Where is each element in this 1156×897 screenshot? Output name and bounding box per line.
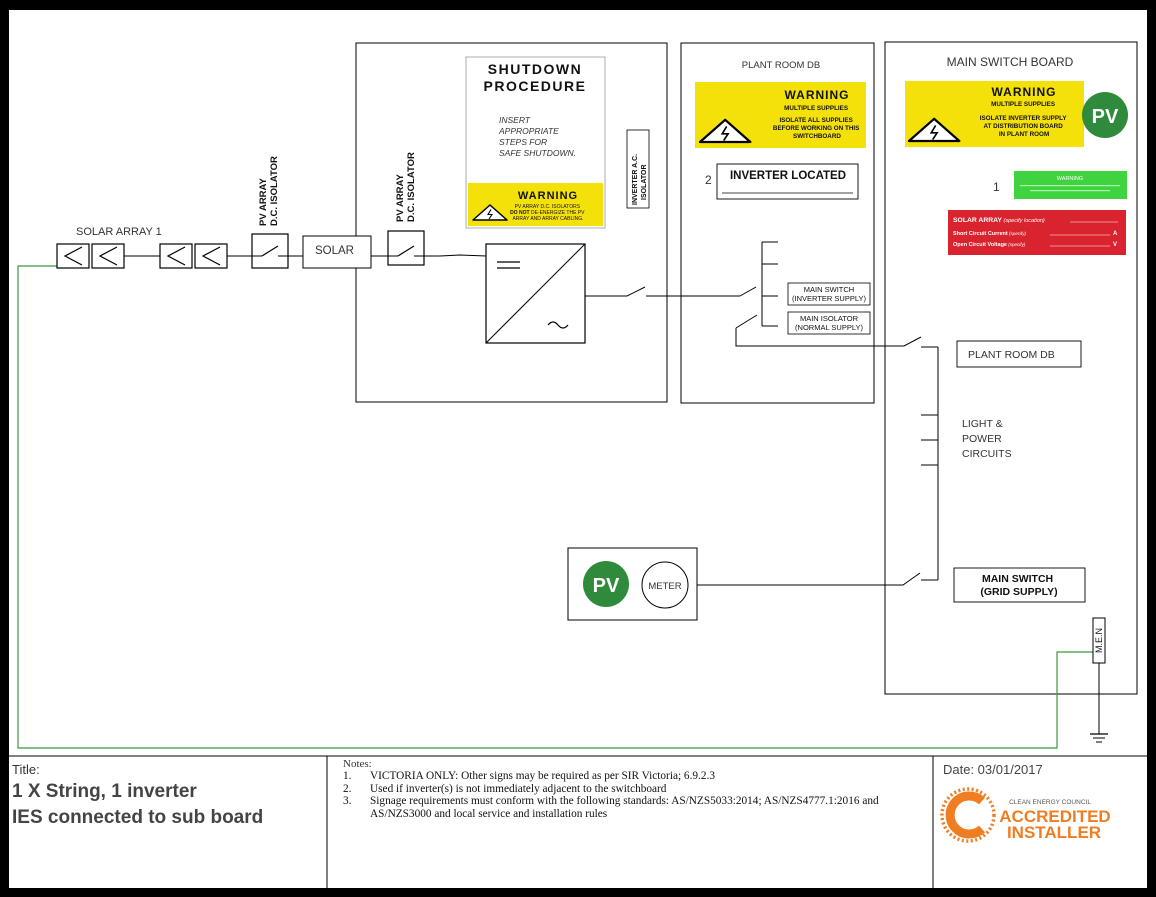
earth-wire <box>17 265 1093 749</box>
shutdown-procedure-sign: SHUTDOWN PROCEDURE INSERT APPROPRIATE ST… <box>465 56 606 229</box>
men-label: M.E.N <box>1094 628 1104 653</box>
plant-room-db-circuit-label: PLANT ROOM DB <box>968 349 1055 361</box>
svg-text:CLEAN ENERGY COUNCIL: CLEAN ENERGY COUNCIL <box>1009 799 1091 806</box>
solar-panel <box>56 243 90 269</box>
notes-label: Notes: <box>343 758 372 770</box>
plant-room-note-number: 2 <box>705 173 712 187</box>
main-switch-board-enclosure <box>884 41 1138 695</box>
plant-room-db-title: PLANT ROOM DB <box>742 60 820 71</box>
svg-text:WARNING: WARNING <box>785 88 850 102</box>
drawing-date: Date: 03/01/2017 <box>943 762 1043 777</box>
pv-dc-isolator-2-label: PV ARRAYD.C. ISOLATOR <box>395 152 417 222</box>
title-label: Title: <box>12 762 40 777</box>
msb-warning-sign: WARNING MULTIPLE SUPPLIES ISOLATE INVERT… <box>905 81 1084 147</box>
solar-array-label: SOLAR ARRAY 1 <box>76 226 162 238</box>
plant-room-db-enclosure <box>680 42 875 404</box>
solar-junction-label: SOLAR <box>315 245 354 257</box>
svg-text:PV: PV <box>593 575 620 597</box>
pv-dc-isolator-2 <box>387 230 425 266</box>
svg-text:WARNING: WARNING <box>992 85 1057 99</box>
svg-text:ACCREDITED: ACCREDITED <box>999 807 1110 826</box>
pv-dc-isolator-1-label: PV ARRAYD.C. ISOLATOR <box>258 156 280 226</box>
solar-panel <box>159 243 193 269</box>
green-warning-sign: WARNING <box>1014 171 1127 199</box>
inverter-located-sign: INVERTER LOCATED <box>716 163 859 200</box>
svg-text:PV ARRAY D.C. ISOLATORS: PV ARRAY D.C. ISOLATORS DO NOT DE-ENERGI… <box>510 204 586 222</box>
main-switch-grid-label: MAIN SWITCH (GRID SUPPLY) <box>980 573 1057 598</box>
main-switch-board-title: MAIN SWITCH BOARD <box>947 55 1074 69</box>
svg-text:A: A <box>1113 231 1118 237</box>
light-power-circuits-label: LIGHT & POWER CIRCUITS <box>962 418 1012 460</box>
inverter-enclosure <box>355 42 668 403</box>
meter: METER <box>641 561 689 609</box>
main-isolator-normal-supply-label: MAIN ISOLATOR(NORMAL SUPPLY) <box>795 314 863 332</box>
drawing-title-line-1: 1 X String, 1 inverter <box>12 781 197 802</box>
main-switch-grid-label-box <box>953 567 1086 603</box>
svg-text:SHUTDOWN: SHUTDOWN <box>488 61 582 77</box>
msb-note-number: 1 <box>993 180 1000 194</box>
svg-text:INSTALLER: INSTALLER <box>1007 823 1101 842</box>
plant-room-db-label-box <box>956 340 1082 368</box>
main-switch-inverter-supply-label: MAIN SWITCH(INVERTER SUPPLY) <box>792 285 866 303</box>
solar-panel <box>91 243 125 269</box>
notes-list: 1.VICTORIA ONLY: Other signs may be requ… <box>343 770 933 820</box>
svg-text:MULTIPLE SUPPLIES ISOLAT: MULTIPLE SUPPLIES ISOLATE ALL SUPPLIES B… <box>773 105 861 140</box>
red-solar-array-sign: SOLAR ARRAY (specify location) Short Cir… <box>948 210 1126 255</box>
svg-text:WARNING: WARNING <box>518 190 578 202</box>
svg-text:INVERTER LOCATED: INVERTER LOCATED <box>730 170 846 182</box>
note-item: 3.Signage requirements must conform with… <box>343 795 879 820</box>
pv-badge-msb: PV <box>1082 92 1128 138</box>
drawing-title-line-2: IES connected to sub board <box>12 807 264 828</box>
svg-text:MULTIPLE SUPPLIES ISOLAT: MULTIPLE SUPPLIES ISOLATE INVERTER SUPPL… <box>980 101 1068 138</box>
svg-text:Short Circuit Current (specify: Short Circuit Current (specify) <box>953 231 1026 237</box>
note-item: 1.VICTORIA ONLY: Other signs may be requ… <box>343 770 716 782</box>
svg-text:INSERT APPROPRIATE: INSERT APPROPRIATE STEPS FOR SAFE SHUTDO… <box>498 115 576 158</box>
inverter-ac-isolator-label-box <box>626 129 650 209</box>
svg-text:PV: PV <box>1092 106 1119 128</box>
svg-text:Open Circuit Voltage (specify): Open Circuit Voltage (specify) <box>953 242 1026 248</box>
meter-box <box>567 547 698 621</box>
svg-text:SOLAR ARRAY (specify location): SOLAR ARRAY (specify location) <box>953 217 1045 224</box>
plant-room-warning-sign: WARNING MULTIPLE SUPPLIES ISOLATE ALL SU… <box>695 82 866 148</box>
accredited-installer-logo: CLEAN ENERGY COUNCIL ACCREDITED INSTALLE… <box>940 787 1111 843</box>
inverter-ac-isolator-label: INVERTER A.C.ISOLATOR <box>632 154 648 205</box>
svg-text:METER: METER <box>648 581 681 592</box>
svg-text:V: V <box>1113 242 1117 248</box>
svg-text:PROCEDURE: PROCEDURE <box>484 78 587 94</box>
note-item: 2.Used if inverter(s) is not immediately… <box>343 782 667 795</box>
pv-badge-meter: PV <box>583 561 629 607</box>
solar-junction-box <box>302 235 372 269</box>
svg-text:WARNING: WARNING <box>1057 176 1083 182</box>
solar-panel <box>194 243 228 269</box>
